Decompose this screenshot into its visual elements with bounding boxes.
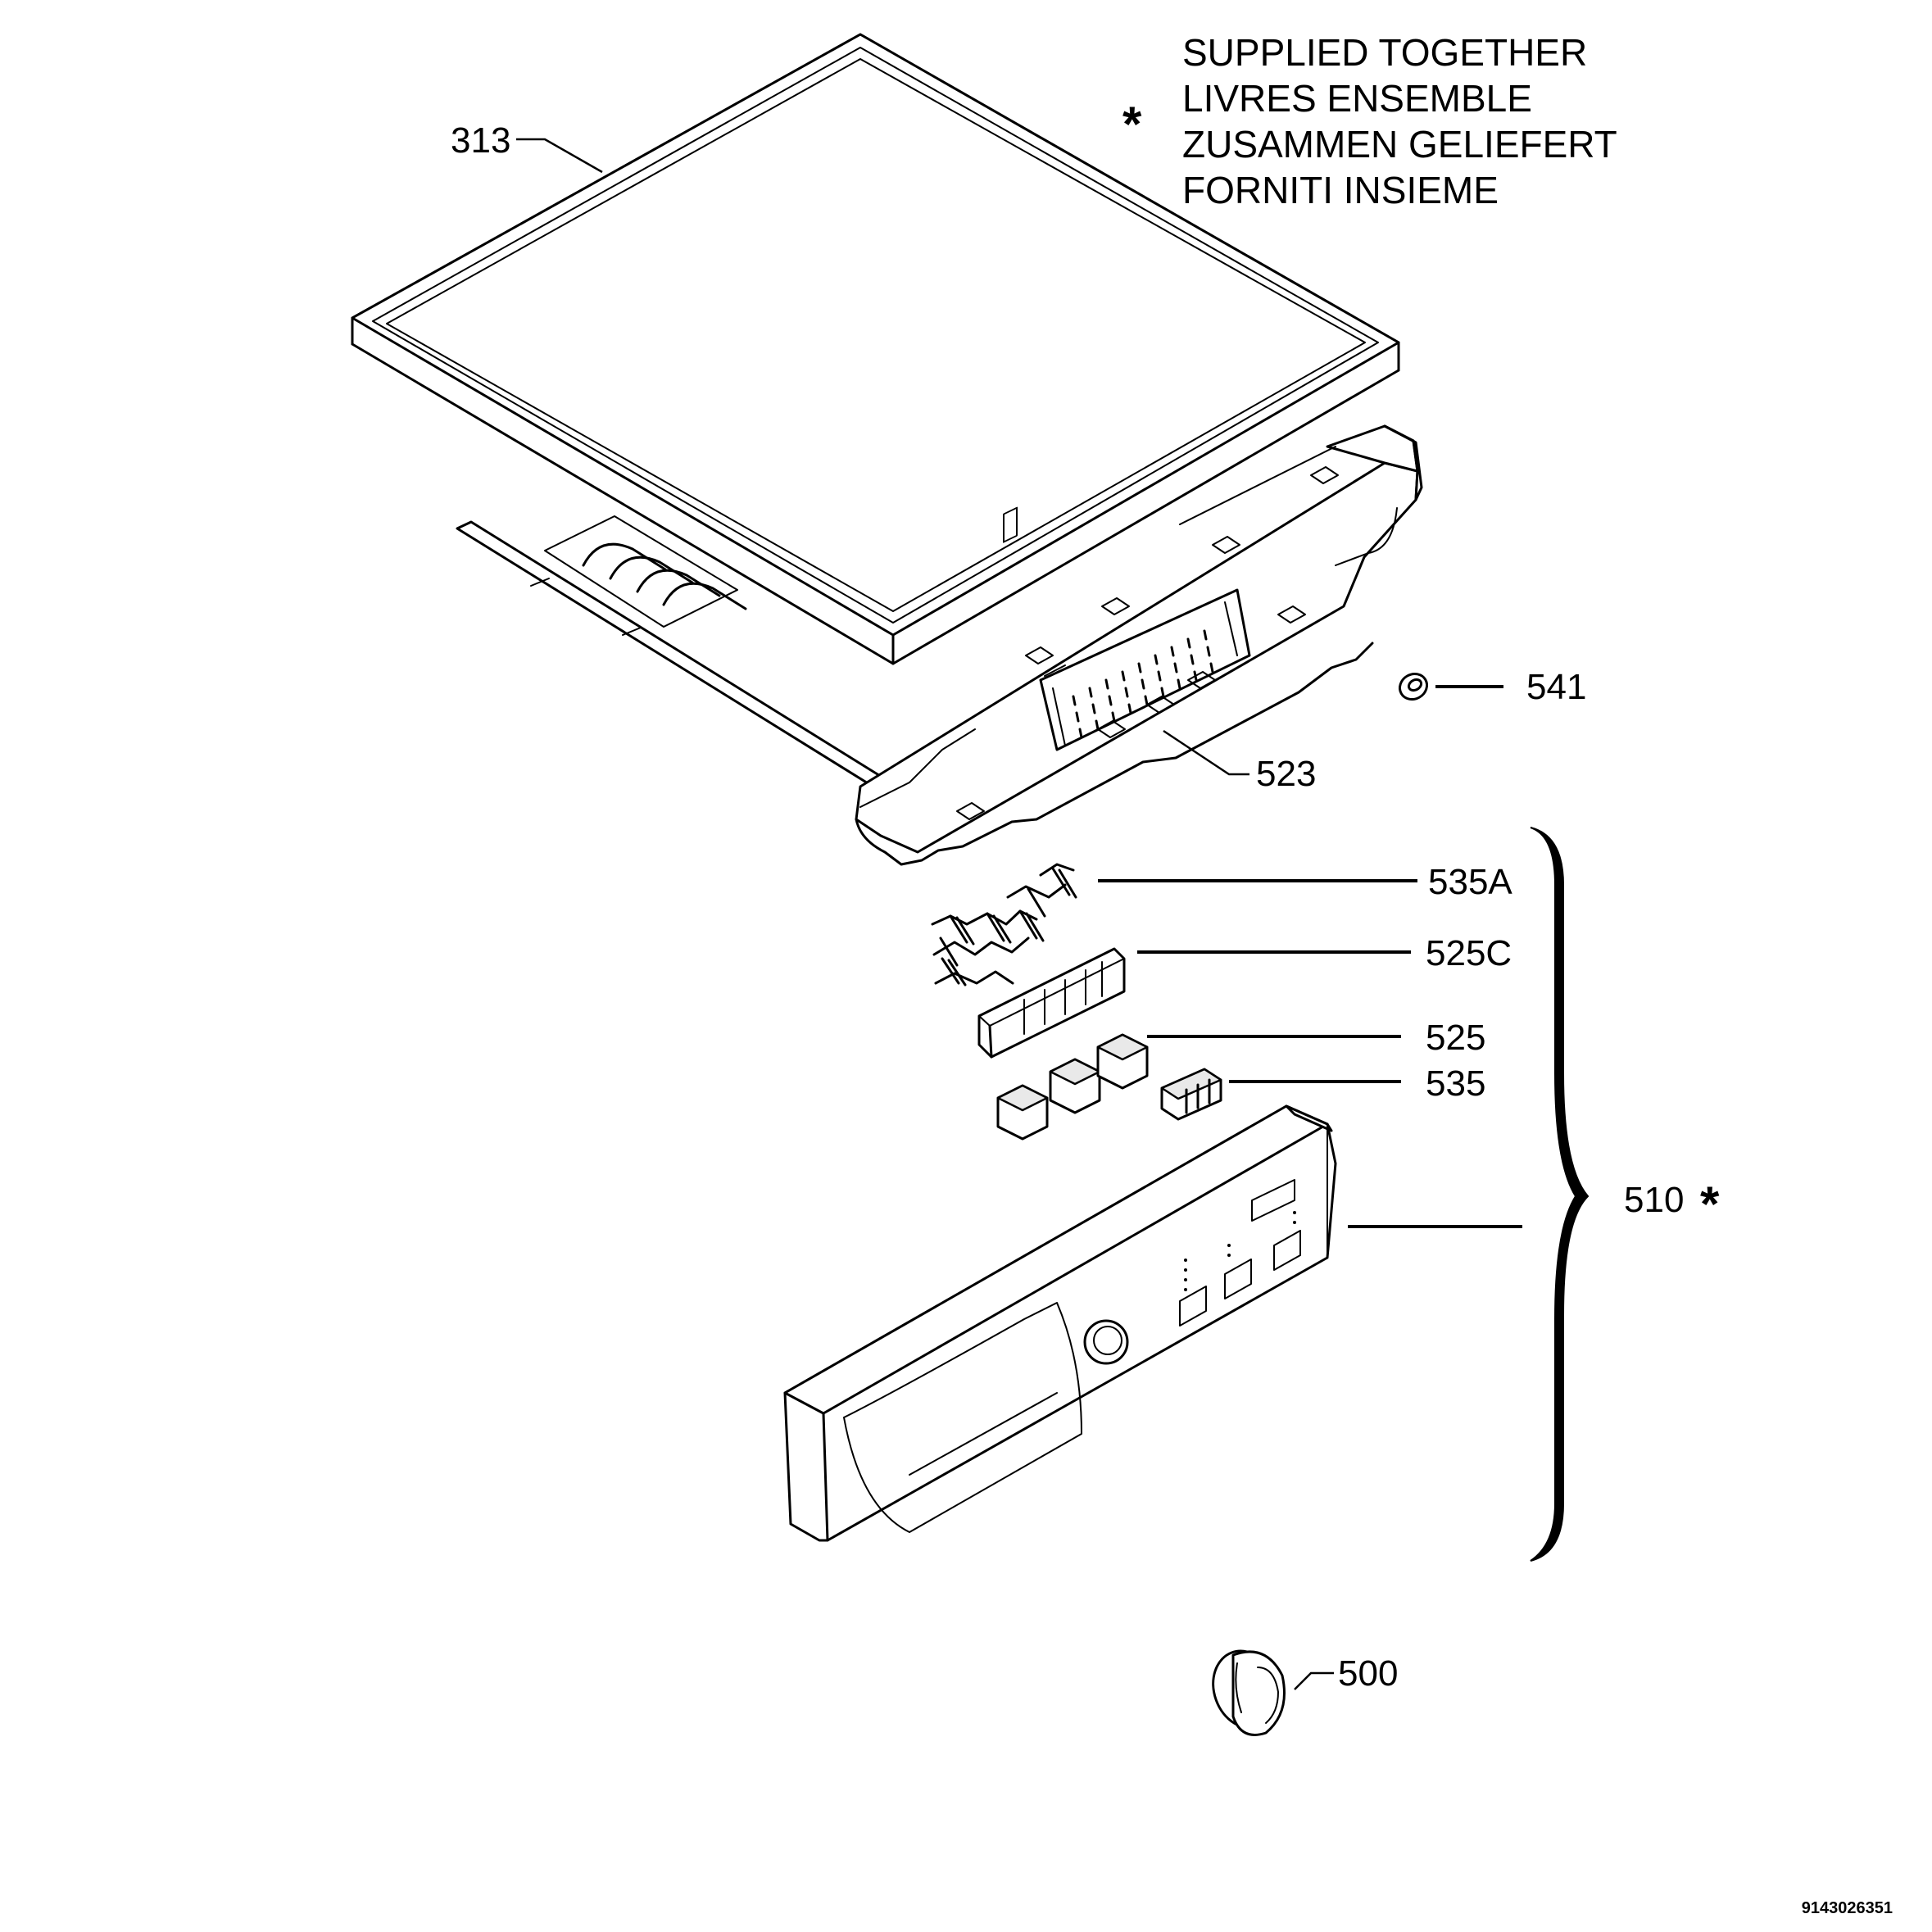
note-line-en: SUPPLIED TOGETHER	[1182, 31, 1587, 74]
part-535a-pin-assembly	[931, 863, 1077, 986]
leader-lines	[516, 138, 1522, 1690]
supplied-together-note: * SUPPLIED TOGETHER LIVRES ENSEMBLE ZUSA…	[1122, 31, 1617, 211]
holder-slots	[1003, 506, 1103, 1035]
callout-313: 313	[451, 120, 510, 161]
frame-clip-holes	[956, 466, 1339, 820]
part-313-lid	[351, 33, 1400, 665]
part-510-control-panel	[783, 1104, 1337, 1542]
panel-buttons	[1179, 1179, 1301, 1327]
part-525-push-buttons	[996, 1033, 1149, 1141]
part-535-connector	[1160, 1068, 1222, 1121]
callout-510: 510	[1624, 1180, 1684, 1220]
vent-slots	[1072, 629, 1214, 739]
group-brace-510	[1530, 827, 1590, 1562]
callout-525: 525	[1426, 1018, 1485, 1058]
part-525c-holder	[977, 506, 1126, 1059]
callout-535a: 535A	[1428, 862, 1512, 902]
button-3	[1096, 1033, 1149, 1090]
callout-535: 535	[1426, 1064, 1485, 1104]
note-line-de: ZUSAMMEN GELIEFERT	[1182, 123, 1617, 166]
callout-541: 541	[1526, 667, 1586, 707]
callout-525c: 525C	[1426, 933, 1512, 973]
callout-500: 500	[1338, 1653, 1398, 1694]
part-500-knob	[1212, 1649, 1286, 1736]
part-523-top-frame	[456, 424, 1423, 866]
part-541-grommet	[1398, 672, 1429, 701]
callout-523: 523	[1256, 754, 1316, 794]
callout-labels: 313 541 523 535A 525C 525 535 510 * 500	[451, 120, 1720, 1694]
button-1	[996, 1084, 1049, 1141]
pins	[939, 867, 1077, 986]
button-2	[1049, 1058, 1101, 1114]
note-asterisk: *	[1122, 97, 1142, 152]
callout-510-asterisk: *	[1700, 1177, 1720, 1231]
note-line-it: FORNITI INSIEME	[1182, 169, 1499, 211]
document-number: 9143026351	[1802, 1899, 1893, 1917]
note-line-fr: LIVRES ENSEMBLE	[1182, 77, 1532, 120]
